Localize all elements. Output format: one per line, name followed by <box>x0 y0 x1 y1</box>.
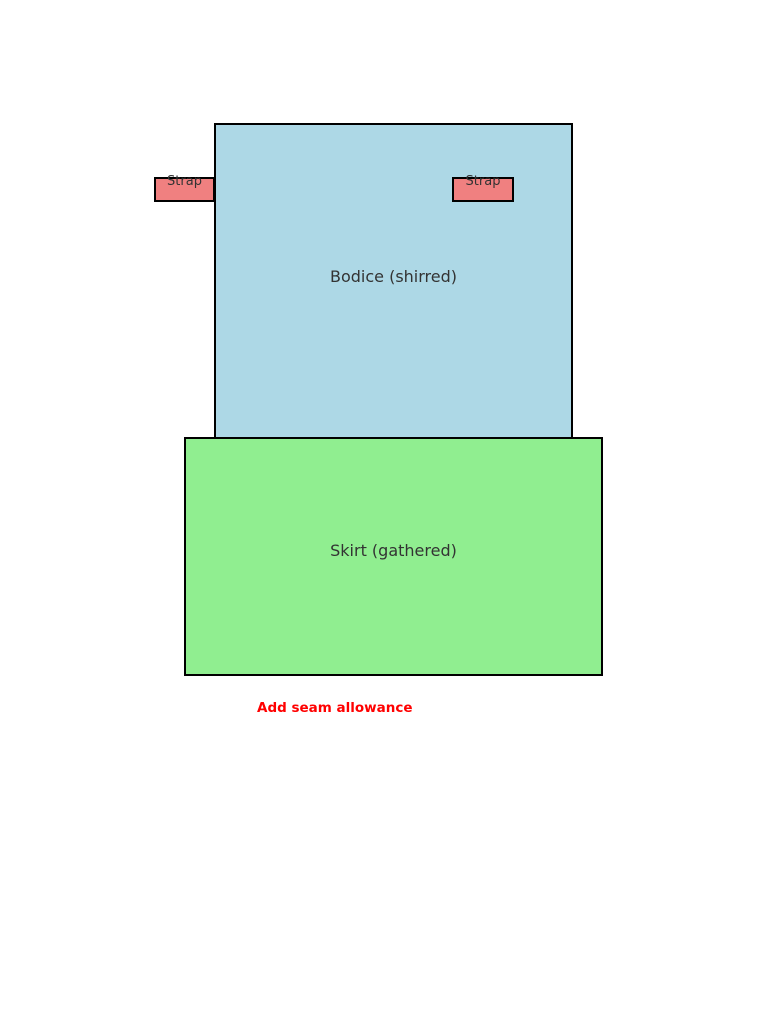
strap-right-piece: Strap <box>452 174 514 202</box>
strap-left-label: Strap <box>167 174 202 189</box>
bodice-label: Bodice (shirred) <box>329 266 458 286</box>
bodice-piece: Bodice (shirred) <box>214 123 573 439</box>
strap-left-piece: Strap <box>154 174 215 202</box>
seam-allowance-note: Add seam allowance <box>257 700 413 716</box>
skirt-piece: Skirt (gathered) <box>184 437 603 676</box>
skirt-label: Skirt (gathered) <box>330 541 457 560</box>
strap-right-label: Strap <box>465 174 501 189</box>
